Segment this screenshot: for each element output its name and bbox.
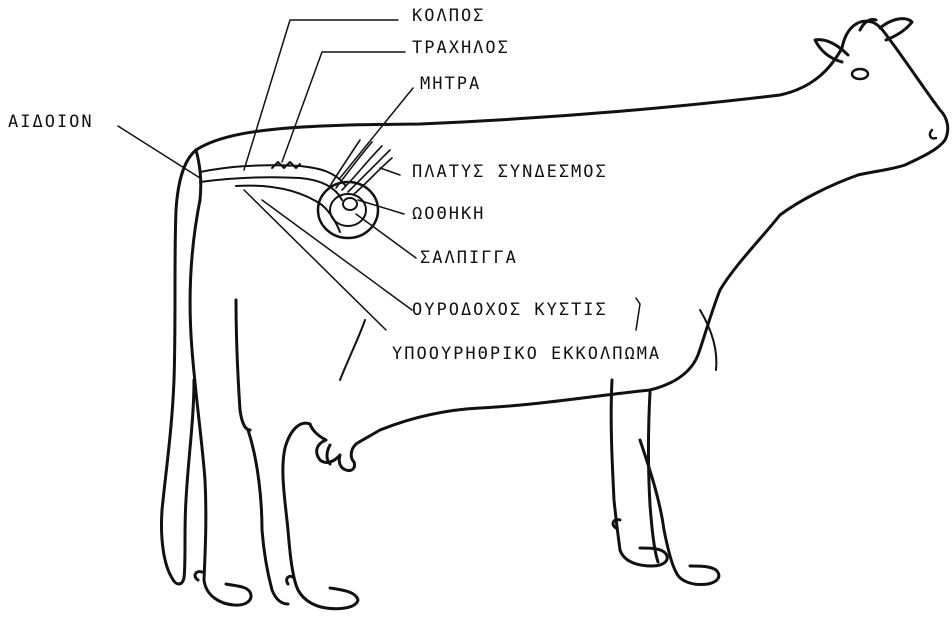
cow-hind-dewclaw-front	[287, 576, 294, 584]
cow-flank-fold	[340, 320, 365, 380]
leader-salpigga	[356, 214, 416, 258]
cow-hind-leg-back	[248, 430, 288, 604]
cow-front-leg-far	[640, 440, 676, 572]
label-kolpos: ΚΟΛΠΟΣ	[412, 8, 485, 25]
label-salpigga: ΣΑΛΠΙΓΓΑ	[420, 250, 518, 267]
cow-hind-leg-front	[283, 423, 310, 585]
leader-trachilos	[282, 52, 405, 162]
cow-eye	[852, 69, 868, 79]
cow-ear-right	[880, 19, 912, 40]
label-mitra: ΜΗΤΡΑ	[420, 76, 481, 93]
cow-rump	[196, 150, 201, 200]
label-trachilos: ΤΡΑΧΗΛΟΣ	[412, 40, 510, 57]
leader-platys	[380, 168, 400, 175]
leader-aidoion	[118, 126, 200, 178]
cow-belly	[356, 390, 650, 444]
broad-ligament-strand-4	[348, 150, 390, 192]
label-aidoion: ΑΙΔΟΙΟΝ	[8, 114, 94, 131]
cow-front-hoof-back	[620, 548, 667, 566]
leader-ypoourithriko	[244, 190, 386, 330]
cow-head-top	[842, 21, 948, 175]
label-ypoourithriko-ekkolpoma: ΥΠΟΟΥΡΗΘΡΙΚΟ ΕΚΚΟΛΠΩΜΑ	[392, 346, 661, 363]
cow-nostril	[930, 130, 936, 138]
cow-front-hoof-far	[676, 566, 719, 585]
cow-rear-hoof-far	[204, 580, 251, 605]
cow-hind-hoof-front	[296, 585, 358, 609]
broad-ligament-strand-5	[354, 158, 392, 194]
cow-rear-dewclaw-far	[195, 572, 202, 580]
ovary	[343, 198, 357, 210]
cow-back-line	[196, 48, 842, 150]
label-ourodochos-kystis: ΟΥΡΟΔΟΧΟΣ ΚΥΣΤΙΣ	[412, 302, 608, 319]
leader-ourodochos	[262, 200, 412, 310]
cow-chest	[650, 215, 780, 390]
cow-tail	[161, 150, 196, 584]
leader-kolpos	[244, 20, 398, 170]
cow-jaw	[780, 175, 858, 215]
reproductive-tract	[200, 140, 392, 238]
cow-teat	[327, 445, 330, 464]
label-oothiki: ΩΟΘΗΚΗ	[412, 206, 485, 223]
label-platys-syndesmos: ΠΛΑΤΥΣ ΣΥΝΔΕΣΜΟΣ	[412, 164, 608, 181]
cow-rear-leg-inner	[236, 300, 250, 430]
leader-bracket	[636, 298, 640, 330]
cow-udder	[310, 424, 356, 471]
